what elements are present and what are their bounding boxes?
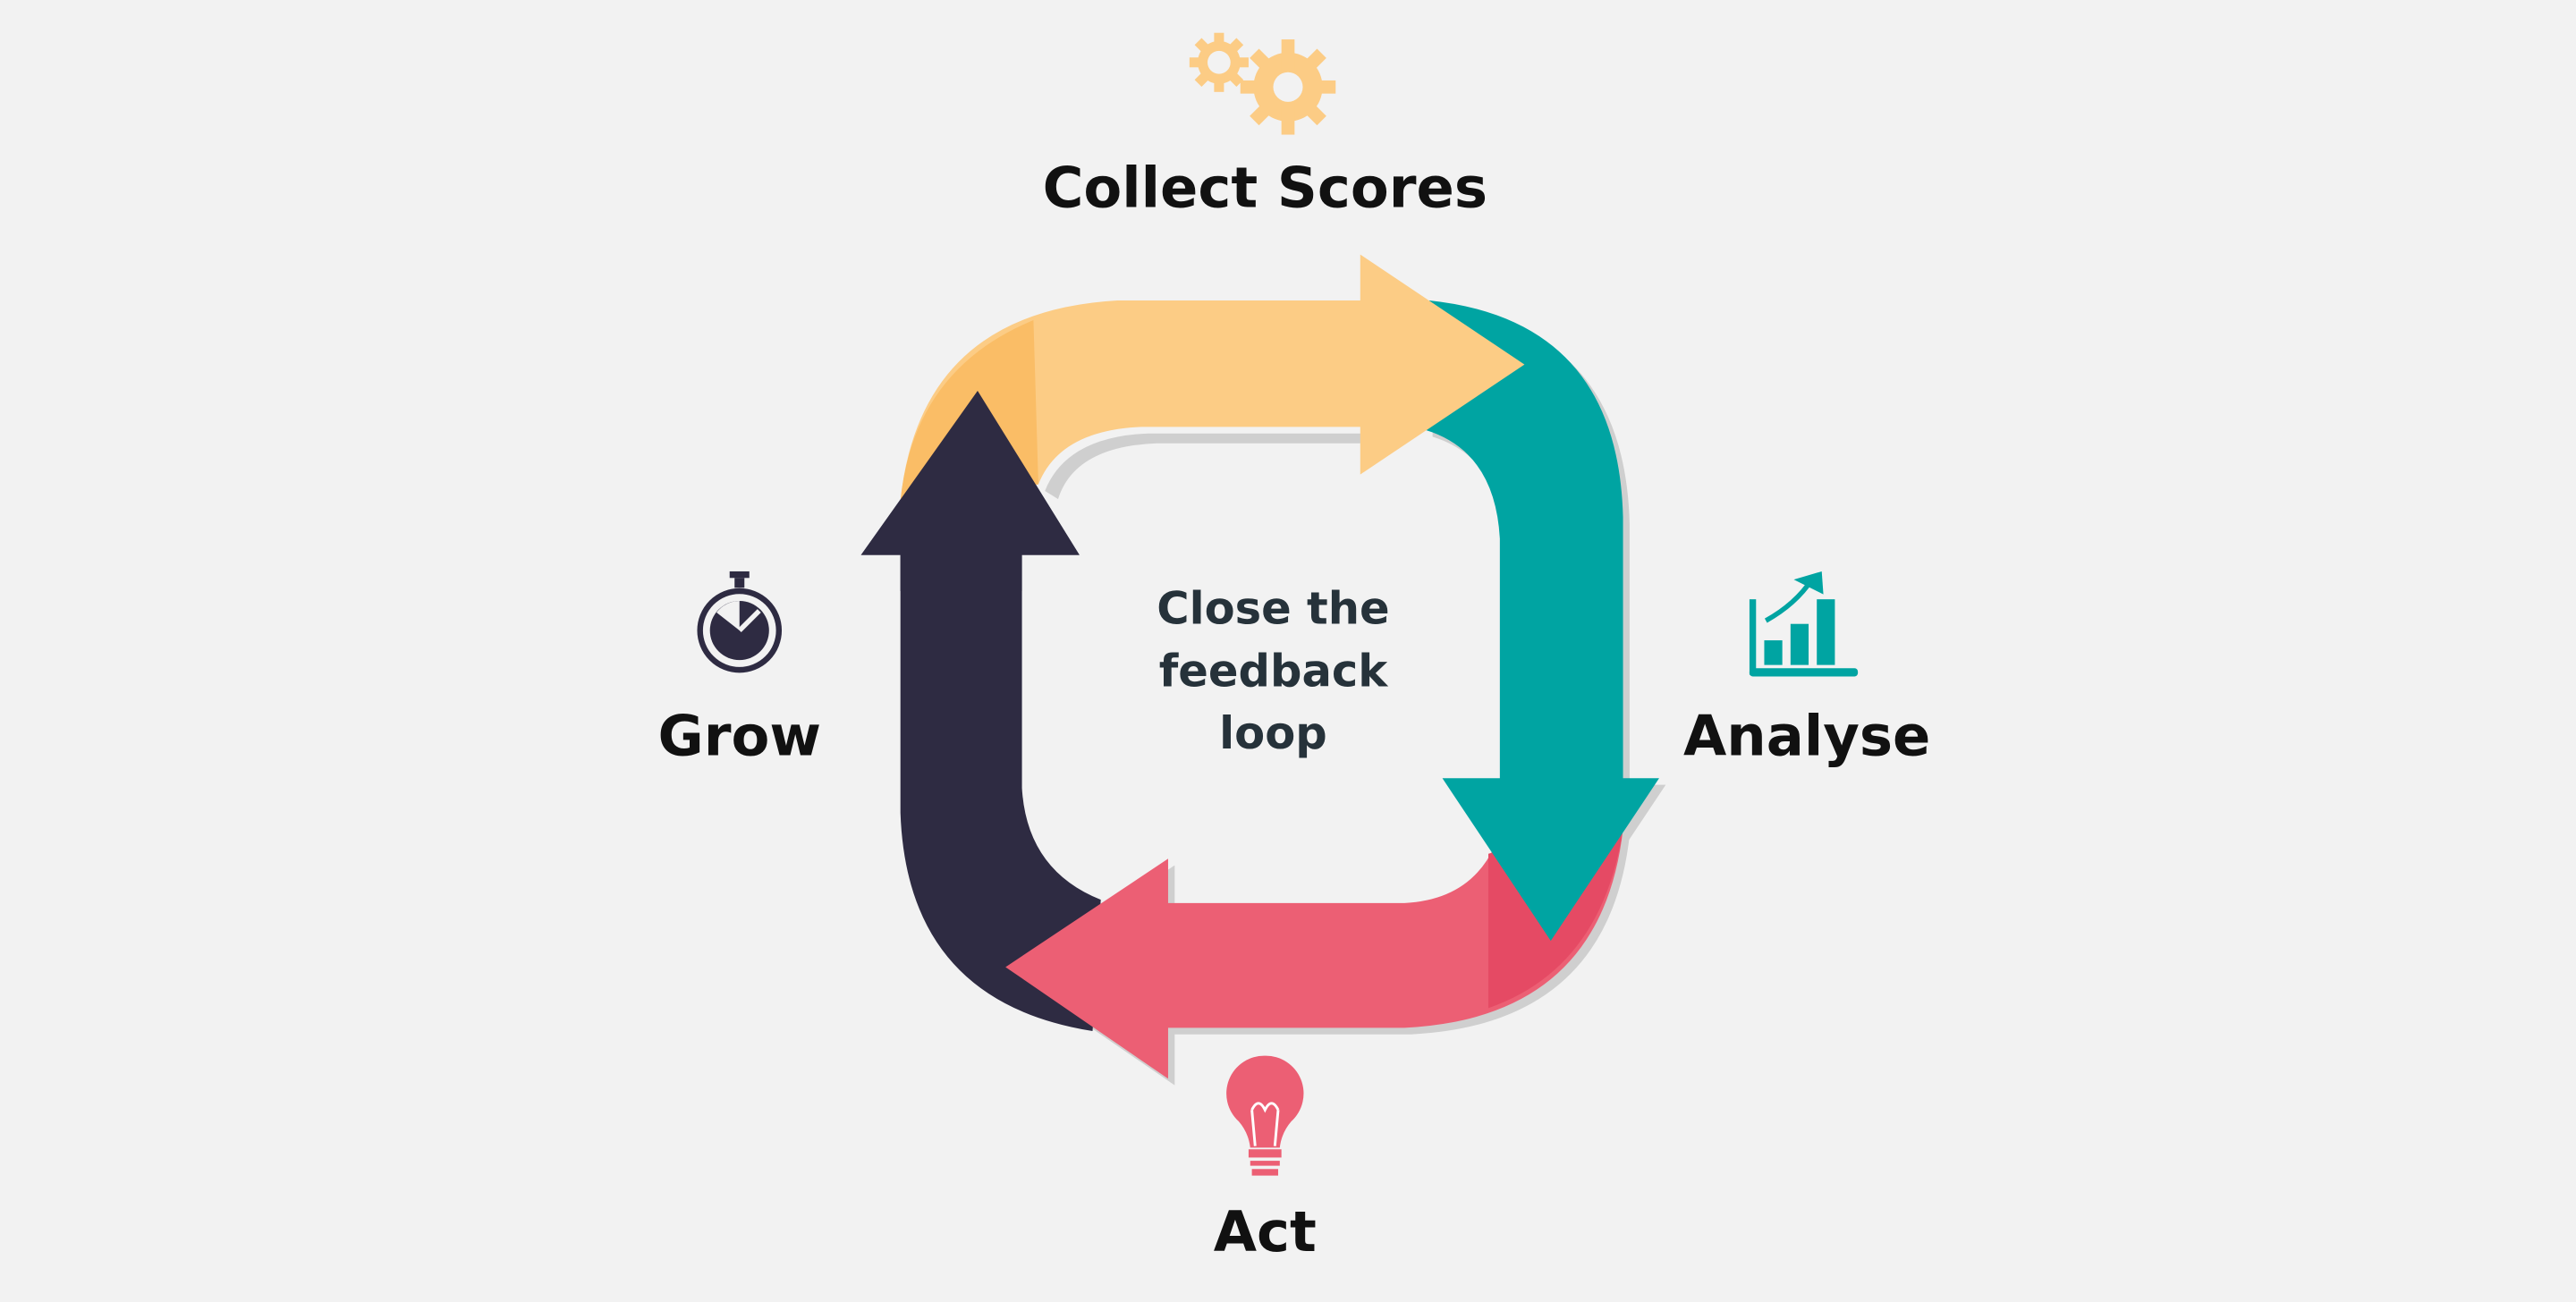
grow-label: Grow — [657, 704, 821, 769]
analyse-label: Analyse — [1683, 704, 1930, 769]
bar-chart-growth-icon — [1749, 571, 1859, 677]
center-text-line-1: Close the — [1157, 583, 1389, 635]
center-text-line-3: loop — [1219, 707, 1327, 759]
center-text-line-2: feedback — [1159, 645, 1389, 697]
gears-icon — [1189, 32, 1336, 135]
lightbulb-icon — [1226, 1055, 1304, 1176]
collect-scores-label: Collect Scores — [1043, 155, 1487, 220]
stopwatch-icon — [697, 571, 783, 673]
analyse-arrow — [1426, 300, 1659, 942]
grow-arrow-head — [860, 390, 1080, 591]
act-label: Act — [1214, 1199, 1317, 1264]
